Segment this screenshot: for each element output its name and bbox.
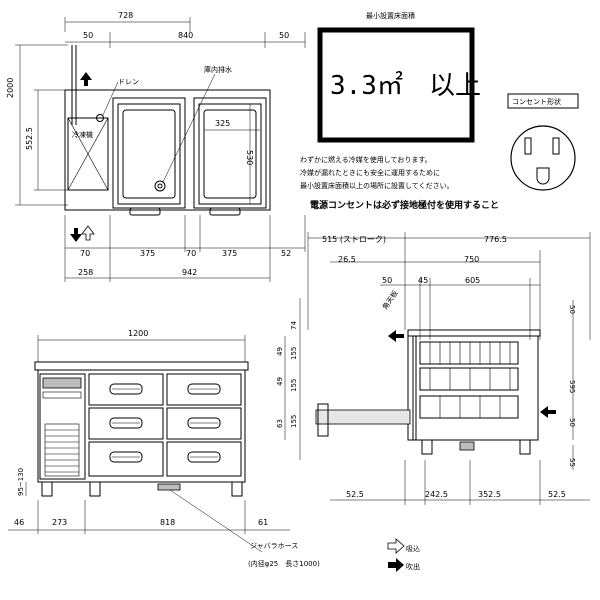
dim-26-5: 26.5 [338, 255, 356, 264]
dim-530: 530 [245, 150, 254, 165]
notice-line-3: 最小設置床面積以上の場所に設置してください。 [300, 181, 454, 190]
dim-750: 750 [464, 255, 479, 264]
dim-70-mid: 70 [186, 249, 196, 258]
legend: 吸込 吹出 [387, 538, 420, 572]
legend-exhaust: 吹出 [406, 562, 420, 571]
dim-552-5: 552.5 [25, 127, 34, 150]
baskets [419, 341, 519, 419]
unit-grille [45, 429, 79, 473]
drawer-handles [109, 383, 221, 463]
dim-728: 728 [118, 11, 133, 20]
cooling-unit-label: 冷凍機 [72, 130, 93, 139]
drawer-1[interactable] [88, 373, 164, 406]
dim-155-b: 155 [290, 379, 298, 392]
dim-595: 595 [568, 380, 576, 393]
drain-icon [96, 114, 104, 122]
dim-52: 52 [281, 249, 291, 258]
dim-74: 74 [290, 321, 298, 330]
dim-325: 325 [215, 119, 230, 128]
dim-258: 258 [78, 268, 93, 277]
dim-52-5-left: 52.5 [346, 490, 364, 499]
dim-155-c: 155 [290, 415, 298, 428]
dim-605: 605 [465, 276, 480, 285]
dim-61: 61 [258, 518, 268, 527]
min-area-box: 最小設置床面積 3.3㎡ 以上 [317, 11, 481, 143]
dim-840: 840 [178, 31, 193, 40]
hose-spec: (内径φ25 長さ1000) [248, 559, 320, 568]
internal-drain-icon [154, 180, 166, 192]
dim-515-stroke: 515 (ストローク) [322, 235, 386, 244]
dim-776-5: 776.5 [484, 235, 507, 244]
dim-155-a: 155 [290, 347, 298, 360]
side-exhaust-arrow-right-icon [540, 406, 556, 418]
dim-2000: 2000 [6, 78, 15, 98]
drawer-4[interactable] [166, 373, 242, 406]
dim-50-right: 50 [279, 31, 289, 40]
dim-63: 63 [276, 419, 284, 428]
side-exhaust-arrow-icon [388, 330, 404, 342]
dim-942: 942 [182, 268, 197, 277]
corner-top-label: 角天板 [380, 289, 399, 311]
internal-drain-label: 庫内排水 [204, 65, 232, 74]
dim-818: 818 [160, 518, 175, 527]
dim-55: 55 [568, 458, 576, 467]
drawer-2[interactable] [88, 407, 164, 440]
front-view: 1200 [8, 329, 320, 568]
dim-375-right: 375 [222, 249, 237, 258]
notice-line-2: 冷媒が漏れたときにも安全に運用するために [300, 168, 440, 177]
exhaust-arrow-down-icon [70, 228, 82, 242]
dim-49-a: 49 [276, 347, 284, 356]
dim-352-5: 352.5 [478, 490, 501, 499]
outlet-label: コンセント形状 [512, 97, 561, 106]
top-view: 728 50 840 50 2000 552.5 冷凍機 ドレン [6, 11, 306, 282]
min-area-value: 3.3㎡ 以上 [330, 71, 481, 101]
dim-49-b: 49 [276, 377, 284, 386]
dim-50-right-bottom: 50 [568, 418, 576, 427]
side-view: 515 (ストローク) 776.5 750 26.5 50 45 605 角天板 [276, 232, 591, 505]
exhaust-legend-icon [388, 558, 404, 572]
drain-label: ドレン [118, 78, 139, 86]
dim-375-left: 375 [140, 249, 155, 258]
dim-70-left: 70 [80, 249, 90, 258]
notice-line-1: わずかに燃える冷媒を使用しております。 [300, 155, 432, 164]
min-area-title: 最小設置床面積 [366, 11, 415, 20]
dim-50-side: 50 [382, 276, 392, 285]
intake-legend-icon [387, 538, 405, 554]
dim-273: 273 [52, 518, 67, 527]
ground-notice: 電源コンセントは必ず接地極付を使用すること [310, 199, 499, 211]
dim-1200: 1200 [128, 329, 148, 338]
dim-242-5: 242.5 [425, 490, 448, 499]
hose-label: ジャバラホース [250, 542, 298, 550]
dim-95-130: 95~130 [17, 468, 25, 496]
notice: わずかに燃える冷媒を使用しております。 冷媒が漏れたときにも安全に運用するために… [300, 155, 499, 211]
dim-50-left: 50 [83, 31, 93, 40]
drawer-3[interactable] [88, 441, 164, 477]
dim-46: 46 [14, 518, 24, 527]
exhaust-arrow-icon [80, 72, 92, 86]
dim-52-5-right: 52.5 [548, 490, 566, 499]
outlet-shape: コンセント形状 [507, 93, 579, 191]
legend-intake: 吸込 [406, 544, 420, 553]
dim-45: 45 [418, 276, 428, 285]
drawer-6[interactable] [166, 441, 242, 477]
dim-50-right-top: 50 [568, 305, 576, 314]
drawer-5[interactable] [166, 407, 242, 440]
intake-arrow-icon [81, 225, 95, 241]
